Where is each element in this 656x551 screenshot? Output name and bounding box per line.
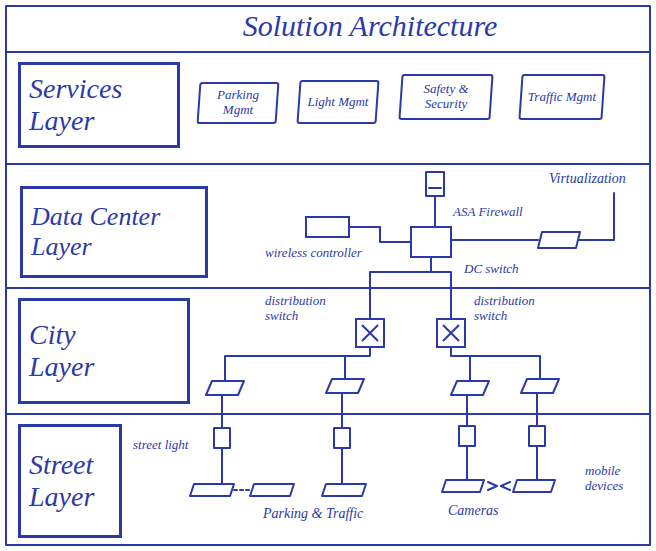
city-wire (451, 348, 540, 381)
camera-device (513, 480, 555, 492)
note-label: mobile devices (584, 464, 646, 493)
street-wire (222, 393, 537, 428)
wireless-symbol (488, 482, 510, 490)
band-divider (6, 163, 650, 165)
layer-name: Street Layer (29, 449, 111, 513)
band-divider (6, 51, 650, 53)
service-name: Traffic Mgmt (527, 90, 597, 105)
network-device: distribution switch (436, 318, 466, 348)
wireless-link (234, 489, 250, 491)
network-device: DC switch (410, 226, 452, 258)
service-box: Safety & Security (398, 74, 493, 120)
street-light-device (250, 484, 294, 496)
diagram-title: Solution Architecture (150, 9, 590, 42)
device-wire (222, 446, 537, 484)
network-device: distribution switch (355, 318, 385, 348)
layer-name: Data Center Layer (31, 202, 197, 262)
service-box: Light Mgmt (296, 80, 379, 124)
city-wire (225, 348, 370, 381)
note-label: ASA Firewall (452, 205, 524, 220)
layer-label: Street Layer (18, 424, 122, 538)
band-divider (6, 287, 650, 289)
network-device: wireless controller (305, 216, 350, 238)
access-switch (451, 381, 489, 395)
service-box: Traffic Mgmt (518, 74, 605, 120)
layer-label: Data Center Layer (20, 186, 208, 278)
note-label: Cameras (447, 503, 500, 519)
street-node (459, 426, 475, 446)
street-node (334, 428, 350, 448)
camera-device (442, 480, 484, 492)
street-light-device (190, 484, 234, 496)
access-switch (521, 379, 559, 393)
note-label: street light (132, 438, 190, 453)
service-box: Parking Mgmt (197, 82, 280, 124)
server-detail (429, 187, 441, 189)
service-name: Light Mgmt (305, 95, 371, 110)
device-caption: distribution switch (474, 294, 566, 323)
service-name: Parking Mgmt (205, 88, 271, 117)
virtualization-switch (538, 232, 580, 248)
leader-line (578, 193, 614, 240)
network-link (350, 227, 410, 242)
device-caption: DC switch (464, 262, 544, 277)
street-node (529, 426, 545, 446)
device-caption: wireless controller (265, 246, 365, 261)
switch-cross (362, 325, 378, 341)
layer-label: Services Layer (18, 62, 180, 148)
device-caption: distribution switch (265, 294, 353, 323)
switch-cross (438, 320, 464, 346)
network-link (431, 258, 451, 318)
server-icon (426, 172, 444, 196)
server-link (434, 196, 436, 226)
switch-cross (357, 320, 383, 346)
street-node (214, 428, 230, 448)
network-link (370, 258, 431, 318)
layer-name: City Layer (29, 319, 139, 383)
layer-name: Services Layer (29, 73, 169, 137)
layer-label: City Layer (18, 298, 190, 404)
firewall-link (452, 239, 538, 241)
access-switch (206, 381, 244, 395)
note-label: Virtualization (548, 171, 627, 187)
parking-sensor (322, 484, 366, 496)
note-label: Parking & Traffic (262, 506, 364, 522)
band-divider (6, 413, 650, 415)
access-switch (326, 379, 364, 393)
service-name: Safety & Security (407, 82, 485, 111)
switch-cross (443, 325, 459, 341)
outer-frame (6, 6, 650, 545)
